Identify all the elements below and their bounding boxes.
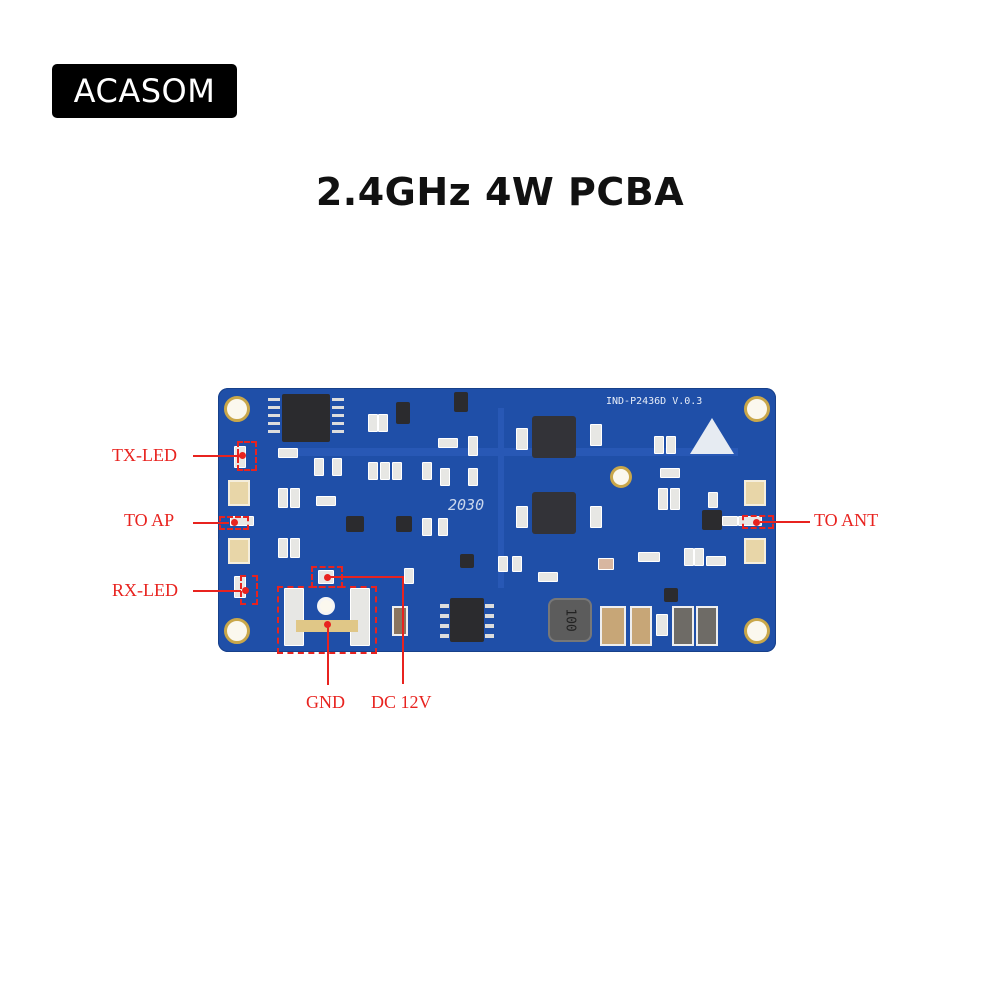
- resistor: [392, 462, 402, 480]
- resistor: [404, 568, 414, 584]
- to-ap-leader-line: [193, 522, 229, 524]
- gnd-leader-line: [327, 625, 329, 685]
- resistor: [290, 538, 300, 558]
- resistor: [670, 488, 680, 510]
- resistor: [278, 448, 298, 458]
- to-ap-label: TO AP: [124, 510, 175, 530]
- mounting-hole: [610, 466, 632, 488]
- transistor: [664, 588, 678, 602]
- regulator-chip: [440, 598, 494, 642]
- capacitor: [600, 606, 626, 646]
- dc-12v-label: DC 12V: [371, 692, 432, 712]
- brand-logo: ACASOM: [52, 64, 237, 118]
- resistor: [706, 556, 726, 566]
- resistor: [638, 552, 660, 562]
- ufl-connector: [744, 480, 766, 506]
- led: [598, 558, 614, 570]
- resistor: [684, 548, 694, 566]
- to-ap-marker: [231, 519, 238, 526]
- gnd-hole: [317, 597, 335, 615]
- resistor: [314, 458, 324, 476]
- mounting-hole: [744, 396, 770, 422]
- rf-amplifier-chip: [532, 492, 576, 534]
- transistor: [346, 516, 364, 532]
- rf-switch-chip: [702, 510, 722, 530]
- ufl-connector: [744, 538, 766, 564]
- tx-led-label: TX-LED: [112, 445, 177, 465]
- rx-led-label: RX-LED: [112, 580, 178, 600]
- resistor: [666, 436, 676, 454]
- to-ant-leader-line: [760, 521, 810, 523]
- resistor: [694, 548, 704, 566]
- to-ap-highlight: [219, 516, 249, 530]
- resistor: [708, 492, 718, 508]
- pcb-trace: [498, 408, 504, 588]
- ufl-connector: [228, 538, 250, 564]
- resistor: [316, 496, 336, 506]
- resistor: [440, 468, 450, 486]
- capacitor: [590, 506, 602, 528]
- capacitor: [590, 424, 602, 446]
- resistor: [660, 468, 680, 478]
- resistor: [722, 516, 738, 526]
- resistor: [498, 556, 508, 572]
- esd-warning-icon: [690, 418, 734, 454]
- capacitor: [630, 606, 652, 646]
- resistor: [658, 488, 668, 510]
- capacitor: [516, 506, 528, 528]
- rx-led-marker: [242, 587, 249, 594]
- rx-led-leader-line: [193, 590, 241, 592]
- capacitor: [392, 606, 408, 636]
- resistor: [422, 518, 432, 536]
- transistor: [460, 554, 474, 568]
- capacitor: [516, 428, 528, 450]
- board-model-label: IND-P2436D V.0.3: [606, 396, 703, 407]
- gnd-label: GND: [306, 692, 345, 712]
- pcb-board: 100: [218, 388, 776, 652]
- resistor: [468, 468, 478, 486]
- resistor: [512, 556, 522, 572]
- dc-12v-leader-line: [328, 576, 404, 578]
- to-ant-label: TO ANT: [814, 510, 879, 530]
- resistor: [368, 462, 378, 480]
- pcb-trace: [298, 448, 738, 456]
- resistor: [654, 436, 664, 454]
- resistor: [422, 462, 432, 480]
- ufl-connector: [228, 480, 250, 506]
- tx-led-leader-line: [193, 455, 241, 457]
- to-ant-marker: [753, 519, 760, 526]
- board-date-code: 2030: [448, 496, 485, 514]
- resistor: [656, 614, 668, 636]
- resistor: [378, 414, 388, 432]
- dc-12v-marker: [324, 574, 331, 581]
- resistor: [290, 488, 300, 508]
- rf-amplifier-chip: [532, 416, 576, 458]
- gnd-marker: [324, 621, 331, 628]
- tx-led-highlight: [237, 441, 257, 471]
- resistor: [278, 488, 288, 508]
- resistor: [278, 538, 288, 558]
- resistor: [332, 458, 342, 476]
- transistor: [396, 402, 410, 424]
- ic-chip: [268, 394, 344, 442]
- tx-led-marker: [239, 452, 246, 459]
- transistor: [454, 392, 468, 412]
- capacitor: [672, 606, 694, 646]
- dc-12v-leader-line: [402, 576, 404, 684]
- resistor: [438, 518, 448, 536]
- resistor: [438, 438, 458, 448]
- rx-led-highlight: [240, 575, 258, 605]
- resistor: [368, 414, 378, 432]
- resistor: [468, 436, 478, 456]
- mounting-hole: [224, 396, 250, 422]
- transistor: [396, 516, 412, 532]
- mounting-hole: [224, 618, 250, 644]
- page-title: 2.4GHz 4W PCBA: [315, 170, 685, 214]
- capacitor: [696, 606, 718, 646]
- power-inductor: 100: [548, 598, 592, 642]
- mounting-hole: [744, 618, 770, 644]
- resistor: [538, 572, 558, 582]
- resistor: [380, 462, 390, 480]
